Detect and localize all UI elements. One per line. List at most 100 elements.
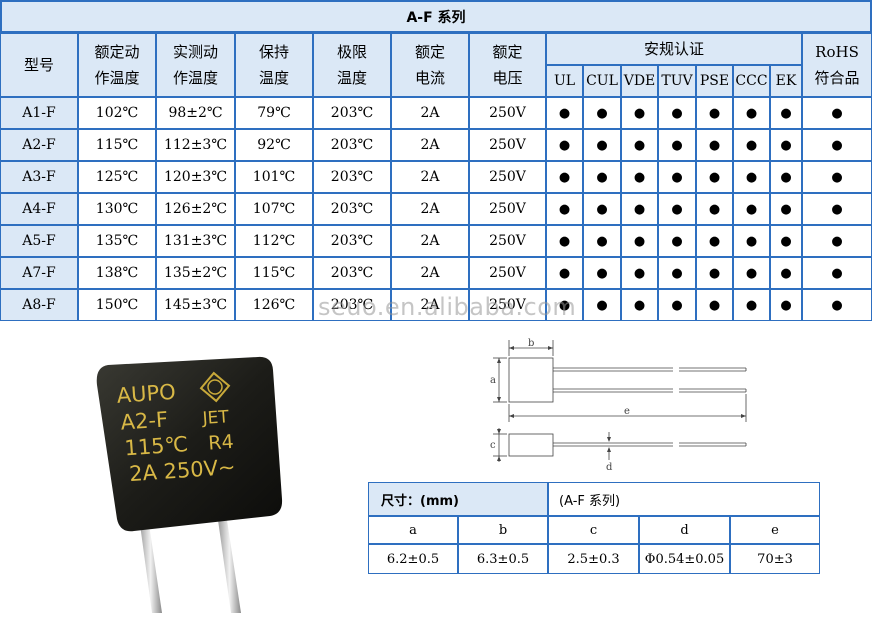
cell-measured: 131±3℃ — [156, 225, 235, 257]
header-cert-tuv: TUV — [658, 65, 696, 97]
cell-measured: 98±2℃ — [156, 97, 235, 129]
header-measured-temp: 实测动 作温度 — [156, 33, 235, 97]
cell-current: 2A — [391, 289, 469, 321]
header-cert-ul: UL — [546, 65, 583, 97]
cell-measured: 145±3℃ — [156, 289, 235, 321]
cell-voltage: 250V — [469, 225, 546, 257]
header-text: 符合品 — [814, 69, 860, 87]
cert-dot: ● — [770, 289, 802, 321]
header-text: 作温度 — [172, 69, 218, 87]
dimension-series: (A-F 系列) — [548, 482, 821, 516]
pse-logo-icon — [199, 371, 231, 403]
cert-dot: ● — [733, 193, 770, 225]
cell-holding: 115℃ — [235, 257, 313, 289]
cell-measured: 126±2℃ — [156, 193, 235, 225]
dim-key-d: d — [639, 516, 731, 544]
cell-current: 2A — [391, 97, 469, 129]
header-text: 电压 — [492, 69, 523, 87]
cert-dot: ● — [770, 193, 802, 225]
rohs-dot: ● — [802, 193, 872, 225]
cell-measured: 112±3℃ — [156, 129, 235, 161]
cert-dot: ● — [733, 161, 770, 193]
cell-measured: 135±2℃ — [156, 257, 235, 289]
cell-rated: 115℃ — [78, 129, 156, 161]
cert-dot: ● — [546, 289, 583, 321]
label-a: a — [490, 375, 496, 386]
header-limit-temp: 极限 温度 — [313, 33, 391, 97]
photo-temp: 115℃ — [124, 432, 189, 460]
cert-dot: ● — [696, 97, 733, 129]
cert-dot: ● — [621, 289, 658, 321]
cert-dot: ● — [621, 129, 658, 161]
cell-limit: 203℃ — [313, 193, 391, 225]
photo-brand: AUPO — [116, 380, 176, 408]
cert-dot: ● — [621, 257, 658, 289]
label-b: b — [528, 338, 534, 349]
cell-rated: 135℃ — [78, 225, 156, 257]
cert-dot: ● — [733, 225, 770, 257]
rohs-dot: ● — [802, 257, 872, 289]
cell-model: A3-F — [0, 161, 78, 193]
component-photo: AUPO A2-F JET 115℃ R4 2A 250V~ — [38, 339, 358, 613]
header-text: 保持 — [258, 43, 289, 61]
header-text: 温度 — [336, 69, 367, 87]
cert-dot: ● — [546, 129, 583, 161]
rohs-dot: ● — [802, 161, 872, 193]
cert-dot: ● — [546, 193, 583, 225]
cert-dot: ● — [770, 225, 802, 257]
cell-model: A2-F — [0, 129, 78, 161]
dimension-table: 尺寸：(mm) (A-F 系列) a b c d e 6.2±0.5 6.3±0… — [368, 482, 821, 574]
cell-rated: 150℃ — [78, 289, 156, 321]
cell-rated: 102℃ — [78, 97, 156, 129]
cert-dot: ● — [733, 289, 770, 321]
dimension-label: 尺寸：(mm) — [368, 482, 549, 516]
cell-rated: 125℃ — [78, 161, 156, 193]
dim-value-a: 6.2±0.5 — [368, 544, 458, 574]
cert-dot: ● — [733, 257, 770, 289]
dim-value-e: 70±3 — [730, 544, 821, 574]
label-e: e — [624, 406, 630, 417]
cert-dot: ● — [621, 161, 658, 193]
cell-current: 2A — [391, 193, 469, 225]
thermal-fuse-photo: AUPO A2-F JET 115℃ R4 2A 250V~ — [38, 339, 358, 613]
header-text: 额定 — [414, 43, 445, 61]
photo-model: A2-F — [120, 407, 169, 434]
cert-dot: ● — [583, 289, 621, 321]
header-text: 电流 — [414, 69, 445, 87]
cert-dot: ● — [770, 161, 802, 193]
rohs-dot: ● — [802, 225, 872, 257]
cert-dot: ● — [658, 97, 696, 129]
header-cert-ccc: CCC — [733, 65, 770, 97]
header-rated-temp: 额定动 作温度 — [78, 33, 156, 97]
cell-current: 2A — [391, 257, 469, 289]
cell-holding: 107℃ — [235, 193, 313, 225]
cert-dot: ● — [583, 97, 621, 129]
cell-model: A5-F — [0, 225, 78, 257]
cell-limit: 203℃ — [313, 97, 391, 129]
cell-model: A4-F — [0, 193, 78, 225]
header-rated-current: 额定 电流 — [391, 33, 469, 97]
cell-current: 2A — [391, 225, 469, 257]
cert-dot: ● — [696, 257, 733, 289]
cell-holding: 101℃ — [235, 161, 313, 193]
cell-limit: 203℃ — [313, 257, 391, 289]
cell-voltage: 250V — [469, 97, 546, 129]
header-cert-pse: PSE — [696, 65, 733, 97]
rohs-dot: ● — [802, 129, 872, 161]
cell-limit: 203℃ — [313, 129, 391, 161]
cell-limit: 203℃ — [313, 289, 391, 321]
cert-dot: ● — [621, 97, 658, 129]
header-model: 型号 — [0, 33, 78, 97]
cell-limit: 203℃ — [313, 161, 391, 193]
cert-dot: ● — [770, 97, 802, 129]
cert-dot: ● — [658, 129, 696, 161]
dim-value-c: 2.5±0.3 — [548, 544, 640, 574]
cell-holding: 126℃ — [235, 289, 313, 321]
